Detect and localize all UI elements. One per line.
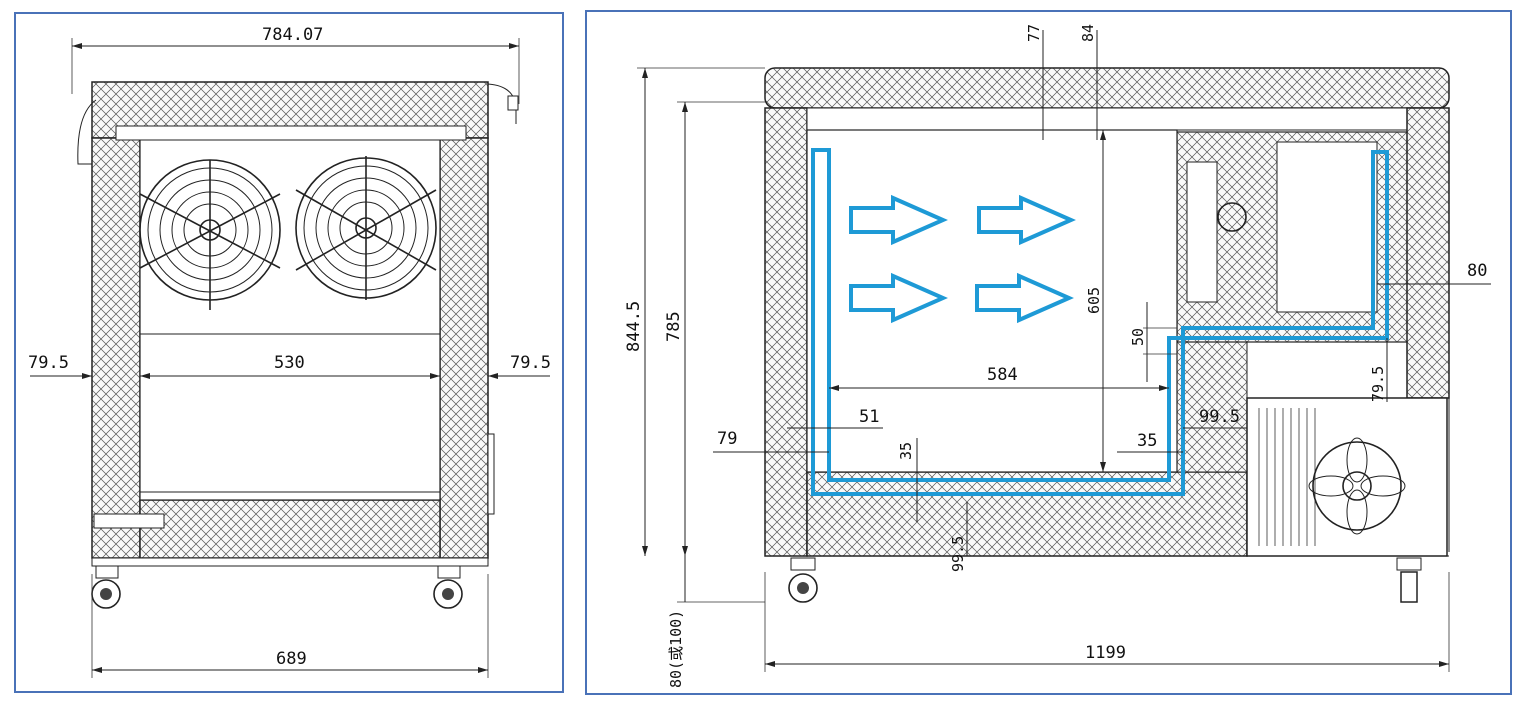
arrow-right-outline-icon bbox=[849, 194, 948, 246]
caster-wheel-icon bbox=[1396, 557, 1422, 603]
lid bbox=[764, 67, 1450, 109]
side-view-panel: 77 84 844.5 785 80(或100) 605 50 584 bbox=[585, 10, 1512, 695]
dim-top-lid-a: 77 bbox=[1025, 24, 1043, 42]
dim-inner-width: 530 bbox=[274, 353, 305, 373]
inner-cavity bbox=[139, 137, 441, 501]
fan-icon bbox=[1308, 437, 1406, 535]
caster-wheel-icon bbox=[433, 565, 463, 609]
dim-right-wall: 79.5 bbox=[510, 353, 551, 373]
dim-step-79-5: 79.5 bbox=[1369, 366, 1387, 402]
arrow-right-outline-icon bbox=[849, 272, 948, 324]
dim-left-wall: 79.5 bbox=[28, 353, 69, 373]
dim-floor-35-right: 35 bbox=[1137, 431, 1157, 451]
caster-wheel-icon bbox=[91, 565, 121, 609]
dim-inner-depth: 605 bbox=[1085, 287, 1103, 314]
dim-floor-thickness: 99.5 bbox=[949, 536, 967, 572]
dim-overall-length: 1199 bbox=[1085, 643, 1126, 663]
dim-overall-width: 784.07 bbox=[262, 25, 323, 45]
arrow-right-outline-icon bbox=[975, 272, 1074, 324]
dim-step-height: 50 bbox=[1129, 328, 1147, 346]
dim-floor-35-left: 35 bbox=[897, 442, 915, 460]
caster-wheel-icon bbox=[788, 557, 818, 603]
floor bbox=[139, 499, 441, 559]
liner bbox=[811, 148, 1389, 496]
fan-icon bbox=[139, 159, 281, 310]
side-view-drawing: 77 84 844.5 785 80(或100) 605 50 584 bbox=[624, 24, 1491, 688]
dim-body-height: 785 bbox=[664, 311, 684, 342]
dim-caster-height: 80(或100) bbox=[667, 610, 685, 688]
dim-overall-height: 844.5 bbox=[624, 301, 644, 352]
right-wall bbox=[439, 137, 489, 559]
front-view-drawing: 784.07 bbox=[28, 25, 551, 678]
front-view-panel: 784.07 bbox=[14, 12, 564, 693]
dim-base-width: 689 bbox=[276, 649, 307, 669]
dim-right-wall: 80 bbox=[1467, 261, 1487, 281]
left-wall bbox=[91, 137, 141, 559]
dim-step-wall: 99.5 bbox=[1199, 407, 1240, 427]
dim-top-lid-b: 84 bbox=[1079, 24, 1097, 42]
dim-wall-79: 79 bbox=[717, 429, 737, 449]
dim-wall-51: 51 bbox=[859, 407, 879, 427]
fan-icon bbox=[295, 156, 437, 300]
dim-inner-length: 584 bbox=[987, 365, 1018, 385]
arrow-right-outline-icon bbox=[977, 194, 1076, 246]
